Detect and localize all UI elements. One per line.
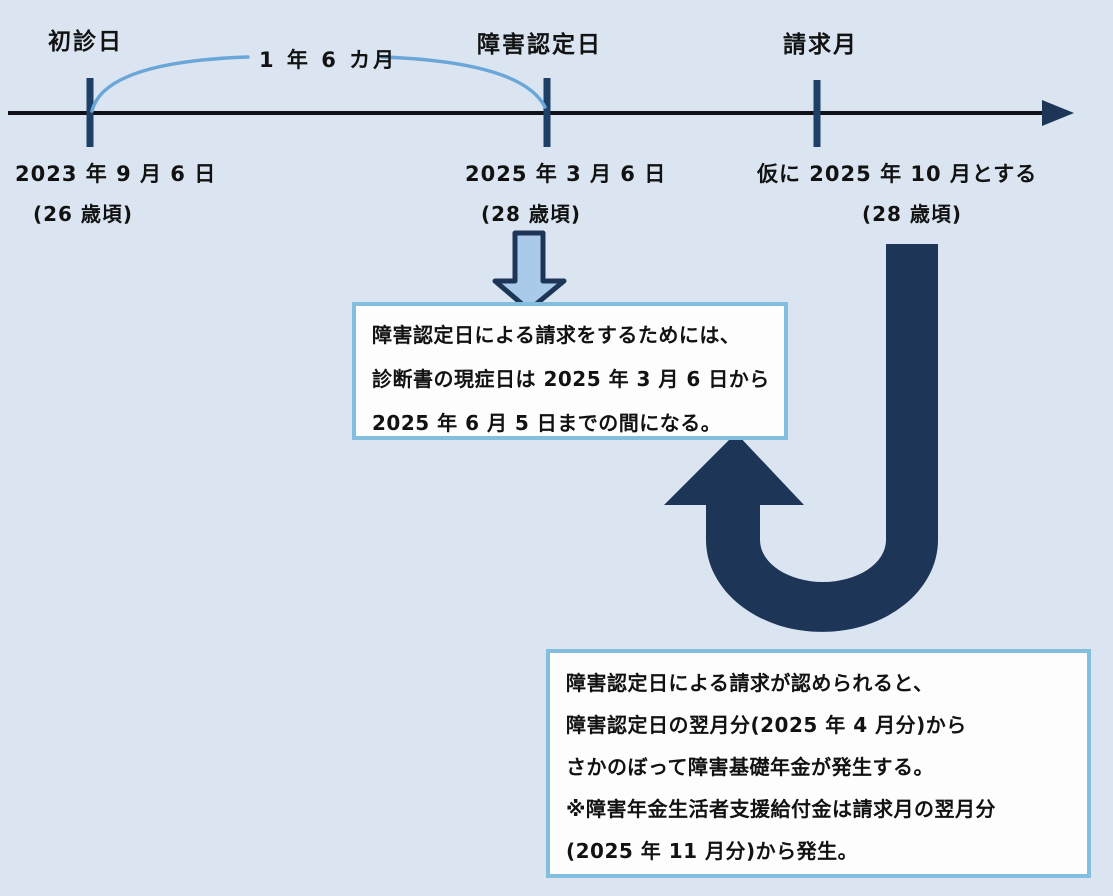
timeline-arrowhead-icon [1042, 100, 1074, 126]
interval-arc-right [380, 55, 547, 109]
note-line: 2025 年 6 月 5 日までの間になる。 [372, 411, 722, 435]
note-line: さかのぼって障害基礎年金が発生する。 [566, 755, 934, 779]
point-date-claim-month: 仮に 2025 年 10 月とする [757, 162, 1038, 186]
interval-label: 1 年 6 カ月 [259, 48, 398, 72]
note-line: ※障害年金生活者支援給付金は請求月の翌月分 [566, 797, 996, 821]
point-date-first-exam: 2023 年 9 月 6 日 [15, 162, 217, 186]
point-age-recognition: (28 歳頃) [481, 202, 582, 226]
note-line: 障害認定日による請求が認められると、 [566, 671, 934, 695]
interval-arc-left [90, 55, 250, 113]
note-line: (2025 年 11 月分)から発生。 [566, 839, 859, 863]
note-line: 障害認定日の翌月分(2025 年 4 月分)から [566, 713, 967, 737]
point-age-first-exam: (26 歳頃) [33, 202, 134, 226]
note-line: 障害認定日による請求をするためには、 [372, 323, 741, 347]
point-label-claim-month: 請求月 [783, 32, 858, 58]
note-box-retroactive: 障害認定日による請求が認められると、 障害認定日の翌月分(2025 年 4 月分… [546, 649, 1091, 878]
point-age-claim-month: (28 歳頃) [862, 202, 963, 226]
uturn-arrow-icon [664, 244, 938, 632]
point-label-first-exam: 初診日 [48, 29, 123, 55]
point-date-recognition: 2025 年 3 月 6 日 [465, 162, 667, 186]
down-arrow-icon [492, 230, 567, 313]
note-box-recognition: 障害認定日による請求をするためには、 診断書の現症日は 2025 年 3 月 6… [352, 302, 788, 440]
note-line: 診断書の現症日は 2025 年 3 月 6 日から [372, 367, 770, 391]
point-label-recognition: 障害認定日 [477, 32, 602, 58]
